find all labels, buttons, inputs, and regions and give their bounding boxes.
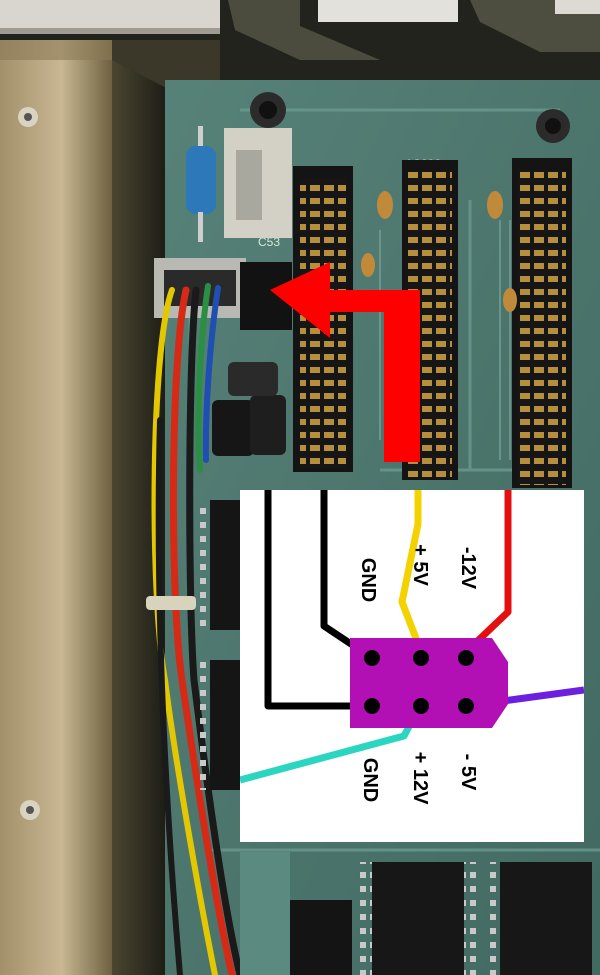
pin-plus-5v bbox=[413, 650, 429, 666]
pin-minus-12v bbox=[458, 650, 474, 666]
screw-right bbox=[536, 109, 570, 143]
label-minus-5v: - 5V bbox=[457, 754, 479, 791]
pin-plus-12v bbox=[413, 698, 429, 714]
red-annotation-arrow bbox=[270, 262, 420, 462]
label-minus-12v: -12V bbox=[457, 547, 479, 590]
label-gnd-top: GND bbox=[357, 558, 379, 602]
edge-connector-1 bbox=[293, 166, 353, 472]
wire-plus-5v bbox=[398, 490, 426, 656]
blue-capacitor bbox=[186, 126, 216, 242]
screw-left bbox=[250, 92, 286, 128]
ic-chip-bottom-3 bbox=[488, 862, 592, 975]
cable-tie bbox=[146, 596, 196, 610]
label-plus-5v: + 5V bbox=[409, 544, 431, 586]
power-header-connector bbox=[154, 258, 292, 330]
wire-bundle bbox=[151, 283, 244, 975]
white-jumper-block bbox=[224, 128, 292, 238]
board-print-jumper-label: C53 bbox=[258, 235, 280, 249]
top-heatsink-fins bbox=[0, 0, 600, 60]
edge-connector-3 bbox=[512, 158, 572, 488]
wire-gnd-bottom bbox=[264, 490, 372, 710]
label-plus-12v: + 12V bbox=[409, 752, 431, 805]
pin-gnd-bottom bbox=[364, 698, 380, 714]
pin-minus-5v bbox=[458, 698, 474, 714]
gold-side-panel bbox=[0, 40, 112, 975]
label-gnd-bottom: GND bbox=[359, 758, 381, 802]
ic-chip-bottom-1 bbox=[290, 900, 352, 975]
pinout-diagram: GND + 5V -12V GND + 12V - 5V bbox=[240, 490, 584, 842]
ic-chip-bottom-2 bbox=[360, 862, 476, 975]
pin-gnd-top bbox=[364, 650, 380, 666]
